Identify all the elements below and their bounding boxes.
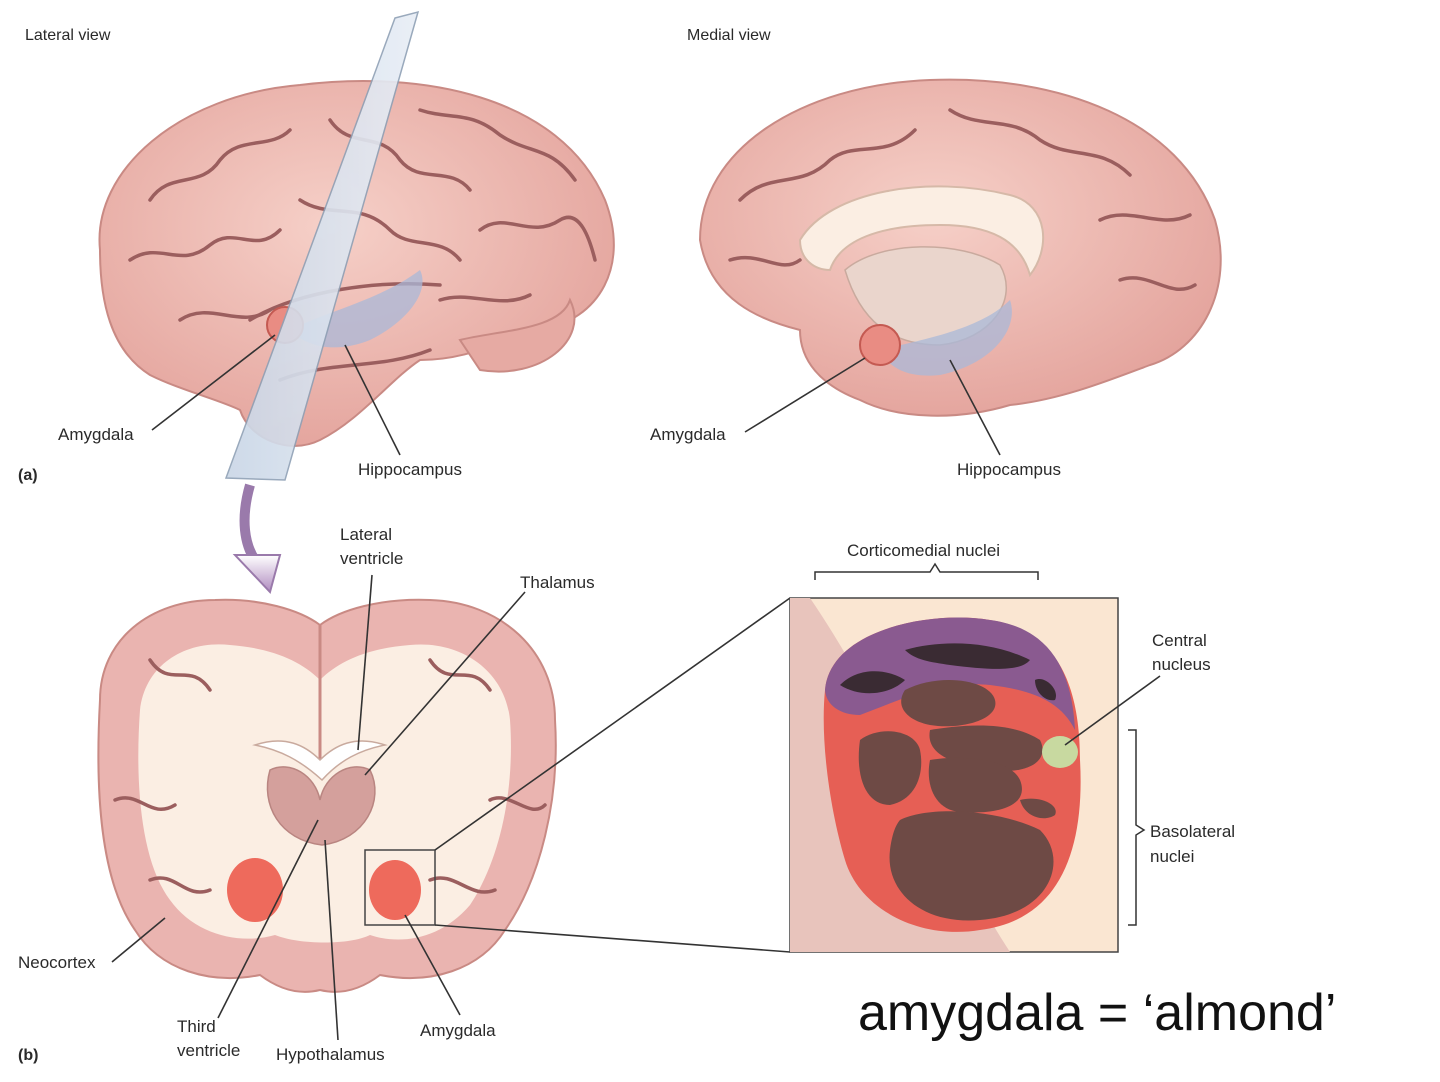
- amygdala-left-shape: [227, 858, 283, 922]
- zoom-connector-top: [434, 597, 791, 851]
- basolateral-label-1: Basolateral: [1150, 822, 1235, 841]
- central-nucleus-label-1: Central: [1152, 631, 1207, 650]
- corticomedial-shape: [825, 617, 1075, 730]
- zoom-connector-bottom: [434, 924, 791, 953]
- central-nucleus-leader: [1064, 675, 1161, 746]
- zoom-box: [364, 849, 436, 926]
- medial-hippocampus-shape: [880, 300, 1012, 376]
- thalamus-leader: [364, 591, 526, 776]
- medial-brain: [698, 78, 1222, 417]
- hypothalamus-leader: [324, 839, 339, 1041]
- third-ventricle-label-2: ventricle: [177, 1041, 240, 1060]
- medial-amygdala-leader: [744, 357, 866, 433]
- lateral-ventricle-leader: [357, 574, 373, 751]
- central-nucleus-label-2: nucleus: [1152, 655, 1211, 674]
- medial-amygdala-label: Amygdala: [650, 425, 726, 444]
- almond-caption: amygdala = ‘almond’: [858, 984, 1336, 1042]
- medial-view-label: Medial view: [687, 27, 771, 44]
- lateral-ventricle-shape: [252, 740, 388, 782]
- medial-hippocampus-leader: [949, 359, 1001, 456]
- lateral-view-label: Lateral view: [25, 27, 111, 44]
- lateral-ventricle-label-1: Lateral: [340, 525, 392, 544]
- cutting-plane: [224, 10, 420, 481]
- lateral-amygdala-label: Amygdala: [58, 425, 134, 444]
- thalamus-shape: [266, 766, 376, 846]
- lateral-amygdala-leader: [151, 334, 276, 431]
- lateral-brain: [98, 80, 615, 447]
- third-ventricle-label-1: Third: [177, 1017, 216, 1036]
- neocortex-leader: [111, 917, 166, 963]
- basolateral-label-2: nuclei: [1150, 847, 1194, 866]
- corticomedial-label: Corticomedial nuclei: [847, 541, 1000, 560]
- thalamus-label: Thalamus: [520, 573, 595, 592]
- lateral-hippocampus-leader: [344, 344, 401, 456]
- central-nucleus-shape: [1042, 736, 1078, 768]
- amygdala-right-shape: [369, 860, 421, 920]
- section-arrow: [232, 483, 282, 594]
- lateral-ventricle-label-2: ventricle: [340, 549, 403, 568]
- third-ventricle-leader: [217, 819, 319, 1019]
- panel-a-tag: (a): [18, 467, 38, 484]
- medial-hippocampus-label: Hippocampus: [957, 460, 1061, 479]
- panel-b-tag: (b): [18, 1047, 38, 1064]
- neocortex-label: Neocortex: [18, 953, 96, 972]
- lateral-hippocampus-label: Hippocampus: [358, 460, 462, 479]
- coronal-amygdala-leader: [404, 914, 461, 1016]
- amygdala-inset: [789, 562, 1146, 953]
- coronal-section: [97, 598, 557, 993]
- coronal-amygdala-label: Amygdala: [420, 1021, 496, 1040]
- corpus-callosum-shape: [798, 185, 1044, 278]
- hypothalamus-label: Hypothalamus: [276, 1045, 385, 1064]
- medial-amygdala-shape: [859, 324, 901, 366]
